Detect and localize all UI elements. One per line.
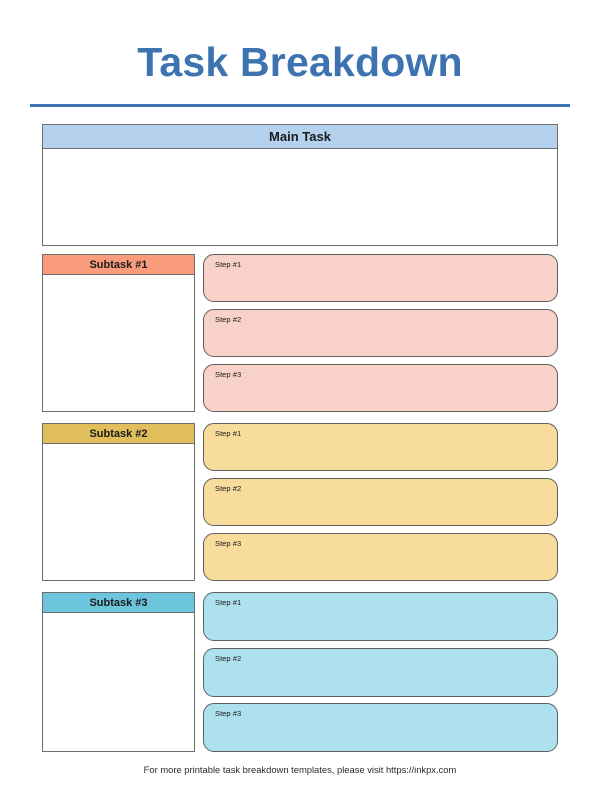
- step-box-2-1[interactable]: Step #1: [203, 423, 558, 471]
- step-label: Step #3: [215, 370, 242, 379]
- step-box-2-2[interactable]: Step #2: [203, 478, 558, 526]
- steps-column-1: Step #1 Step #2 Step #3: [200, 254, 558, 412]
- step-box-1-1[interactable]: Step #1: [203, 254, 558, 302]
- subtask-header-label: Subtask #1: [89, 258, 148, 271]
- main-task-write-area[interactable]: [43, 149, 557, 245]
- subtask-write-area-1[interactable]: [43, 275, 194, 411]
- subtask-row: Subtask #3 Step #1 Step #2 Step #3: [42, 592, 558, 752]
- step-box-2-3[interactable]: Step #3: [203, 533, 558, 581]
- step-box-1-2[interactable]: Step #2: [203, 309, 558, 357]
- subtask-row: Subtask #2 Step #1 Step #2 Step #3: [42, 423, 558, 581]
- subtask-row: Subtask #1 Step #1 Step #2 Step #3: [42, 254, 558, 412]
- steps-column-2: Step #1 Step #2 Step #3: [200, 423, 558, 581]
- main-task-header-label: Main Task: [269, 129, 331, 144]
- subtask-header-label: Subtask #2: [89, 427, 148, 440]
- subtask-header-1: Subtask #1: [43, 255, 194, 275]
- step-box-3-3[interactable]: Step #3: [203, 703, 558, 752]
- subtask-write-area-3[interactable]: [43, 613, 194, 751]
- main-task-card: Main Task: [42, 124, 558, 246]
- subtask-card-1: Subtask #1: [42, 254, 195, 412]
- steps-column-3: Step #1 Step #2 Step #3: [200, 592, 558, 752]
- step-label: Step #2: [215, 653, 242, 663]
- subtask-write-area-2[interactable]: [43, 444, 194, 580]
- step-label: Step #1: [215, 598, 242, 607]
- step-label: Step #1: [215, 260, 242, 269]
- step-label: Step #3: [215, 539, 242, 548]
- subtask-card-3: Subtask #3: [42, 592, 195, 752]
- step-box-3-1[interactable]: Step #1: [203, 592, 558, 641]
- main-task-header: Main Task: [43, 125, 557, 149]
- step-label: Step #3: [215, 709, 242, 718]
- subtask-header-label: Subtask #3: [89, 596, 148, 609]
- footer-note: For more printable task breakdown templa…: [143, 764, 457, 775]
- title-divider: [30, 104, 570, 107]
- subtask-header-2: Subtask #2: [43, 424, 194, 444]
- page-title: Task Breakdown: [137, 39, 463, 85]
- subtask-card-2: Subtask #2: [42, 423, 195, 581]
- step-label: Step #2: [215, 484, 242, 493]
- step-label: Step #2: [215, 315, 242, 324]
- step-box-1-3[interactable]: Step #3: [203, 364, 558, 412]
- subtask-header-3: Subtask #3: [43, 593, 194, 613]
- step-box-3-2[interactable]: Step #2: [203, 647, 558, 697]
- step-label: Step #1: [215, 429, 242, 438]
